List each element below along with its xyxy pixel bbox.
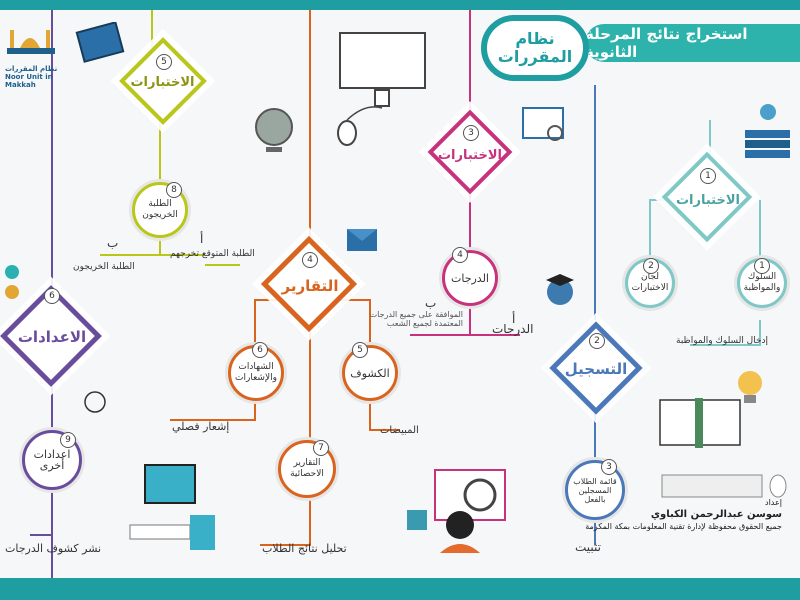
reports-label: التقارير (281, 276, 339, 295)
tests-5-number: 5 (156, 54, 172, 70)
registration-number: 2 (589, 333, 605, 349)
other-settings-label: اعدادات أخرى (33, 448, 71, 472)
prepared-label: إعداد (765, 498, 782, 507)
tests-3-number: 3 (463, 125, 479, 141)
confirm-text: تثبيت (575, 540, 601, 554)
graduation-alif: أ (200, 232, 204, 246)
statements-circle[interactable]: الكشوف (342, 345, 398, 401)
graduation-ba: ب (107, 236, 119, 250)
grades-number: 4 (452, 247, 468, 263)
grades-approval-text: الموافقة على جميع الدرجات المعتمدة لجميع… (369, 310, 463, 328)
lightbulb-icon (738, 371, 762, 403)
certificates-number: 6 (252, 342, 268, 358)
drafts-text: المبيضات (380, 425, 419, 436)
stat-reports-label: التقارير الاحصائية (290, 458, 324, 479)
other-settings-number: 9 (60, 432, 76, 448)
graduates-number: 8 (166, 182, 182, 198)
badge-line2: المقررات (497, 47, 573, 66)
analysis-text: تحليل نتائج الطلاب (262, 542, 347, 555)
settings-number: 6 (44, 288, 60, 304)
committees-number: 2 (643, 258, 659, 274)
graduates-text: الطلبة الخريجون (73, 262, 135, 272)
bottom-bar (0, 578, 800, 600)
enter-behavior-text: إدخال السلوك والمواظبة (676, 336, 769, 346)
credits: إعداد سوسن عبدالرحمن الكباوي جميع الحقوق… (585, 497, 782, 533)
semester-notice-text: إشعار فصلي (172, 420, 230, 433)
graduates-label: الطلبة الخريجون (142, 199, 178, 220)
page-title: استخراج نتائج المرحلة الثانوية (585, 24, 800, 62)
badge-line1: نظام (515, 29, 555, 48)
statements-number: 5 (352, 342, 368, 358)
browser-search-icon (522, 107, 564, 141)
books-webcam-icon (745, 104, 790, 158)
grades-text: الدرجات (492, 322, 534, 336)
globe-icon (255, 108, 293, 152)
keyboard-mouse-icon (661, 474, 787, 498)
behavior-number: 1 (754, 258, 770, 274)
grades-alif: أ (512, 312, 516, 326)
reports-number: 4 (302, 252, 318, 268)
publish-text: نشر كشوف الدرجات (5, 542, 102, 555)
tests-3-label: الاختبارات (437, 147, 502, 163)
idea-bulb-icon (84, 391, 106, 413)
grades-circle[interactable]: الدرجات (442, 250, 498, 306)
tests-5-label: الاختبارات (130, 74, 195, 90)
gears-icon (5, 265, 19, 299)
open-book-icon (659, 398, 741, 448)
monitor-icon (337, 32, 426, 146)
settings-label: الاعدادات (17, 327, 87, 346)
graduates-circle[interactable]: الطلبة الخريجون (132, 182, 188, 238)
logo-text: نظام المقررات Noor Unit in Makkah (5, 65, 58, 89)
graduation-globe-icon (546, 274, 574, 305)
behavior-label: السلوك والمواظبة (743, 272, 781, 293)
rights-text: جميع الحقوق محفوظة لإدارة تقنية المعلوما… (585, 522, 782, 531)
grades-circle-label: الدرجات (450, 271, 489, 285)
enrolled-list-label: قائمة الطلاب المسجلين بالفعل (573, 476, 617, 504)
tests-1-label: الاختبارات (675, 192, 740, 208)
grades-ba: ب (425, 296, 437, 310)
desktop-computer-icon (129, 464, 215, 550)
committees-label: لجان الاختبارات (631, 272, 669, 293)
envelope-icon (347, 229, 377, 251)
enrolled-list-number: 3 (601, 459, 617, 475)
tests-1-number: 1 (700, 168, 716, 184)
author-name: سوسن عبدالرحمن الكباوي (650, 509, 782, 520)
person-computer-icon (407, 469, 506, 553)
registration-label: التسجيل (564, 359, 628, 378)
system-badge: نظام المقررات (481, 15, 589, 81)
statements-label: الكشوف (350, 366, 390, 380)
expected-graduates-text: الطلبة المتوقع تخرجهم (170, 249, 255, 259)
mosque-logo-icon (7, 30, 55, 54)
top-bar (0, 0, 800, 10)
screen-icon (75, 22, 125, 63)
certificates-label: الشهادات والإشعارات (235, 362, 277, 383)
stat-reports-number: 7 (313, 440, 329, 456)
